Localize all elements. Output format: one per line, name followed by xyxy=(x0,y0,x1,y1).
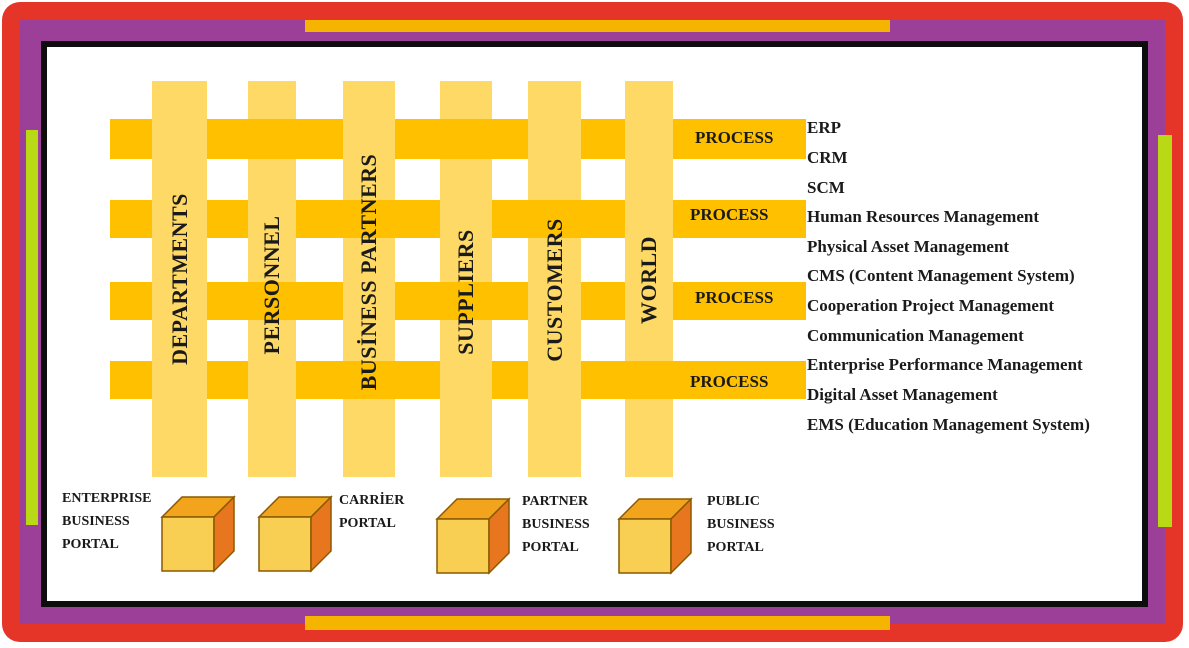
portal-label-partner: PARTNER BUSINESS PORTAL xyxy=(522,494,590,555)
process-label: PROCESS xyxy=(695,288,774,307)
weave-overlap xyxy=(248,282,296,320)
left-accent-bar xyxy=(26,130,38,525)
system-item: SCM xyxy=(807,178,845,197)
column-label-suppliers: SUPPLIERS xyxy=(453,229,478,355)
system-item: CMS (Content Management System) xyxy=(807,266,1075,285)
system-item: Communication Management xyxy=(807,326,1024,345)
weave-overlap xyxy=(528,200,581,238)
column-departments xyxy=(152,81,207,477)
column-label-customers: CUSTOMERS xyxy=(542,218,567,362)
cube-icon xyxy=(160,495,236,573)
system-item: Human Resources Management xyxy=(807,207,1039,226)
column-world xyxy=(625,81,673,477)
system-item: EMS (Education Management System) xyxy=(807,415,1090,434)
portal-label-carrier: CARRİER PORTAL xyxy=(339,493,405,531)
cube-icon xyxy=(435,497,511,575)
system-item: ERP xyxy=(807,118,841,137)
system-item: Enterprise Performance Management xyxy=(807,355,1083,374)
process-label: PROCESS xyxy=(695,128,774,147)
bottom-accent-bar xyxy=(305,616,890,630)
cube-icon xyxy=(257,495,333,573)
system-item: Digital Asset Management xyxy=(807,385,998,404)
system-item: Cooperation Project Management xyxy=(807,296,1055,315)
diagram-canvas: DEPARTMENTS PERSONNEL BUSİNESS PARTNERS … xyxy=(47,47,1142,601)
weave-overlap xyxy=(440,119,492,159)
portal-label-public: PUBLIC BUSINESS PORTAL xyxy=(707,494,775,555)
column-business-partners xyxy=(343,81,395,477)
system-item: CRM xyxy=(807,148,848,167)
cube-icon xyxy=(617,497,693,575)
weave-overlap xyxy=(343,361,395,399)
right-accent-bar xyxy=(1158,135,1172,527)
top-accent-bar xyxy=(305,20,890,32)
system-item: Physical Asset Management xyxy=(807,237,1010,256)
column-label-departments: DEPARTMENTS xyxy=(167,193,192,365)
column-label-world: WORLD xyxy=(636,235,661,325)
column-label-personnel: PERSONNEL xyxy=(259,215,284,355)
weave-overlap xyxy=(625,361,673,399)
weave-overlap xyxy=(440,282,492,320)
process-label: PROCESS xyxy=(690,372,769,391)
portal-label-enterprise: ENTERPRISE BUSINESS PORTAL xyxy=(62,491,152,552)
process-label: PROCESS xyxy=(690,205,769,224)
column-label-business-partners: BUSİNESS PARTNERS xyxy=(356,153,381,391)
weave-overlap xyxy=(248,119,296,159)
weave-overlap xyxy=(343,200,395,238)
column-customers xyxy=(528,81,581,477)
